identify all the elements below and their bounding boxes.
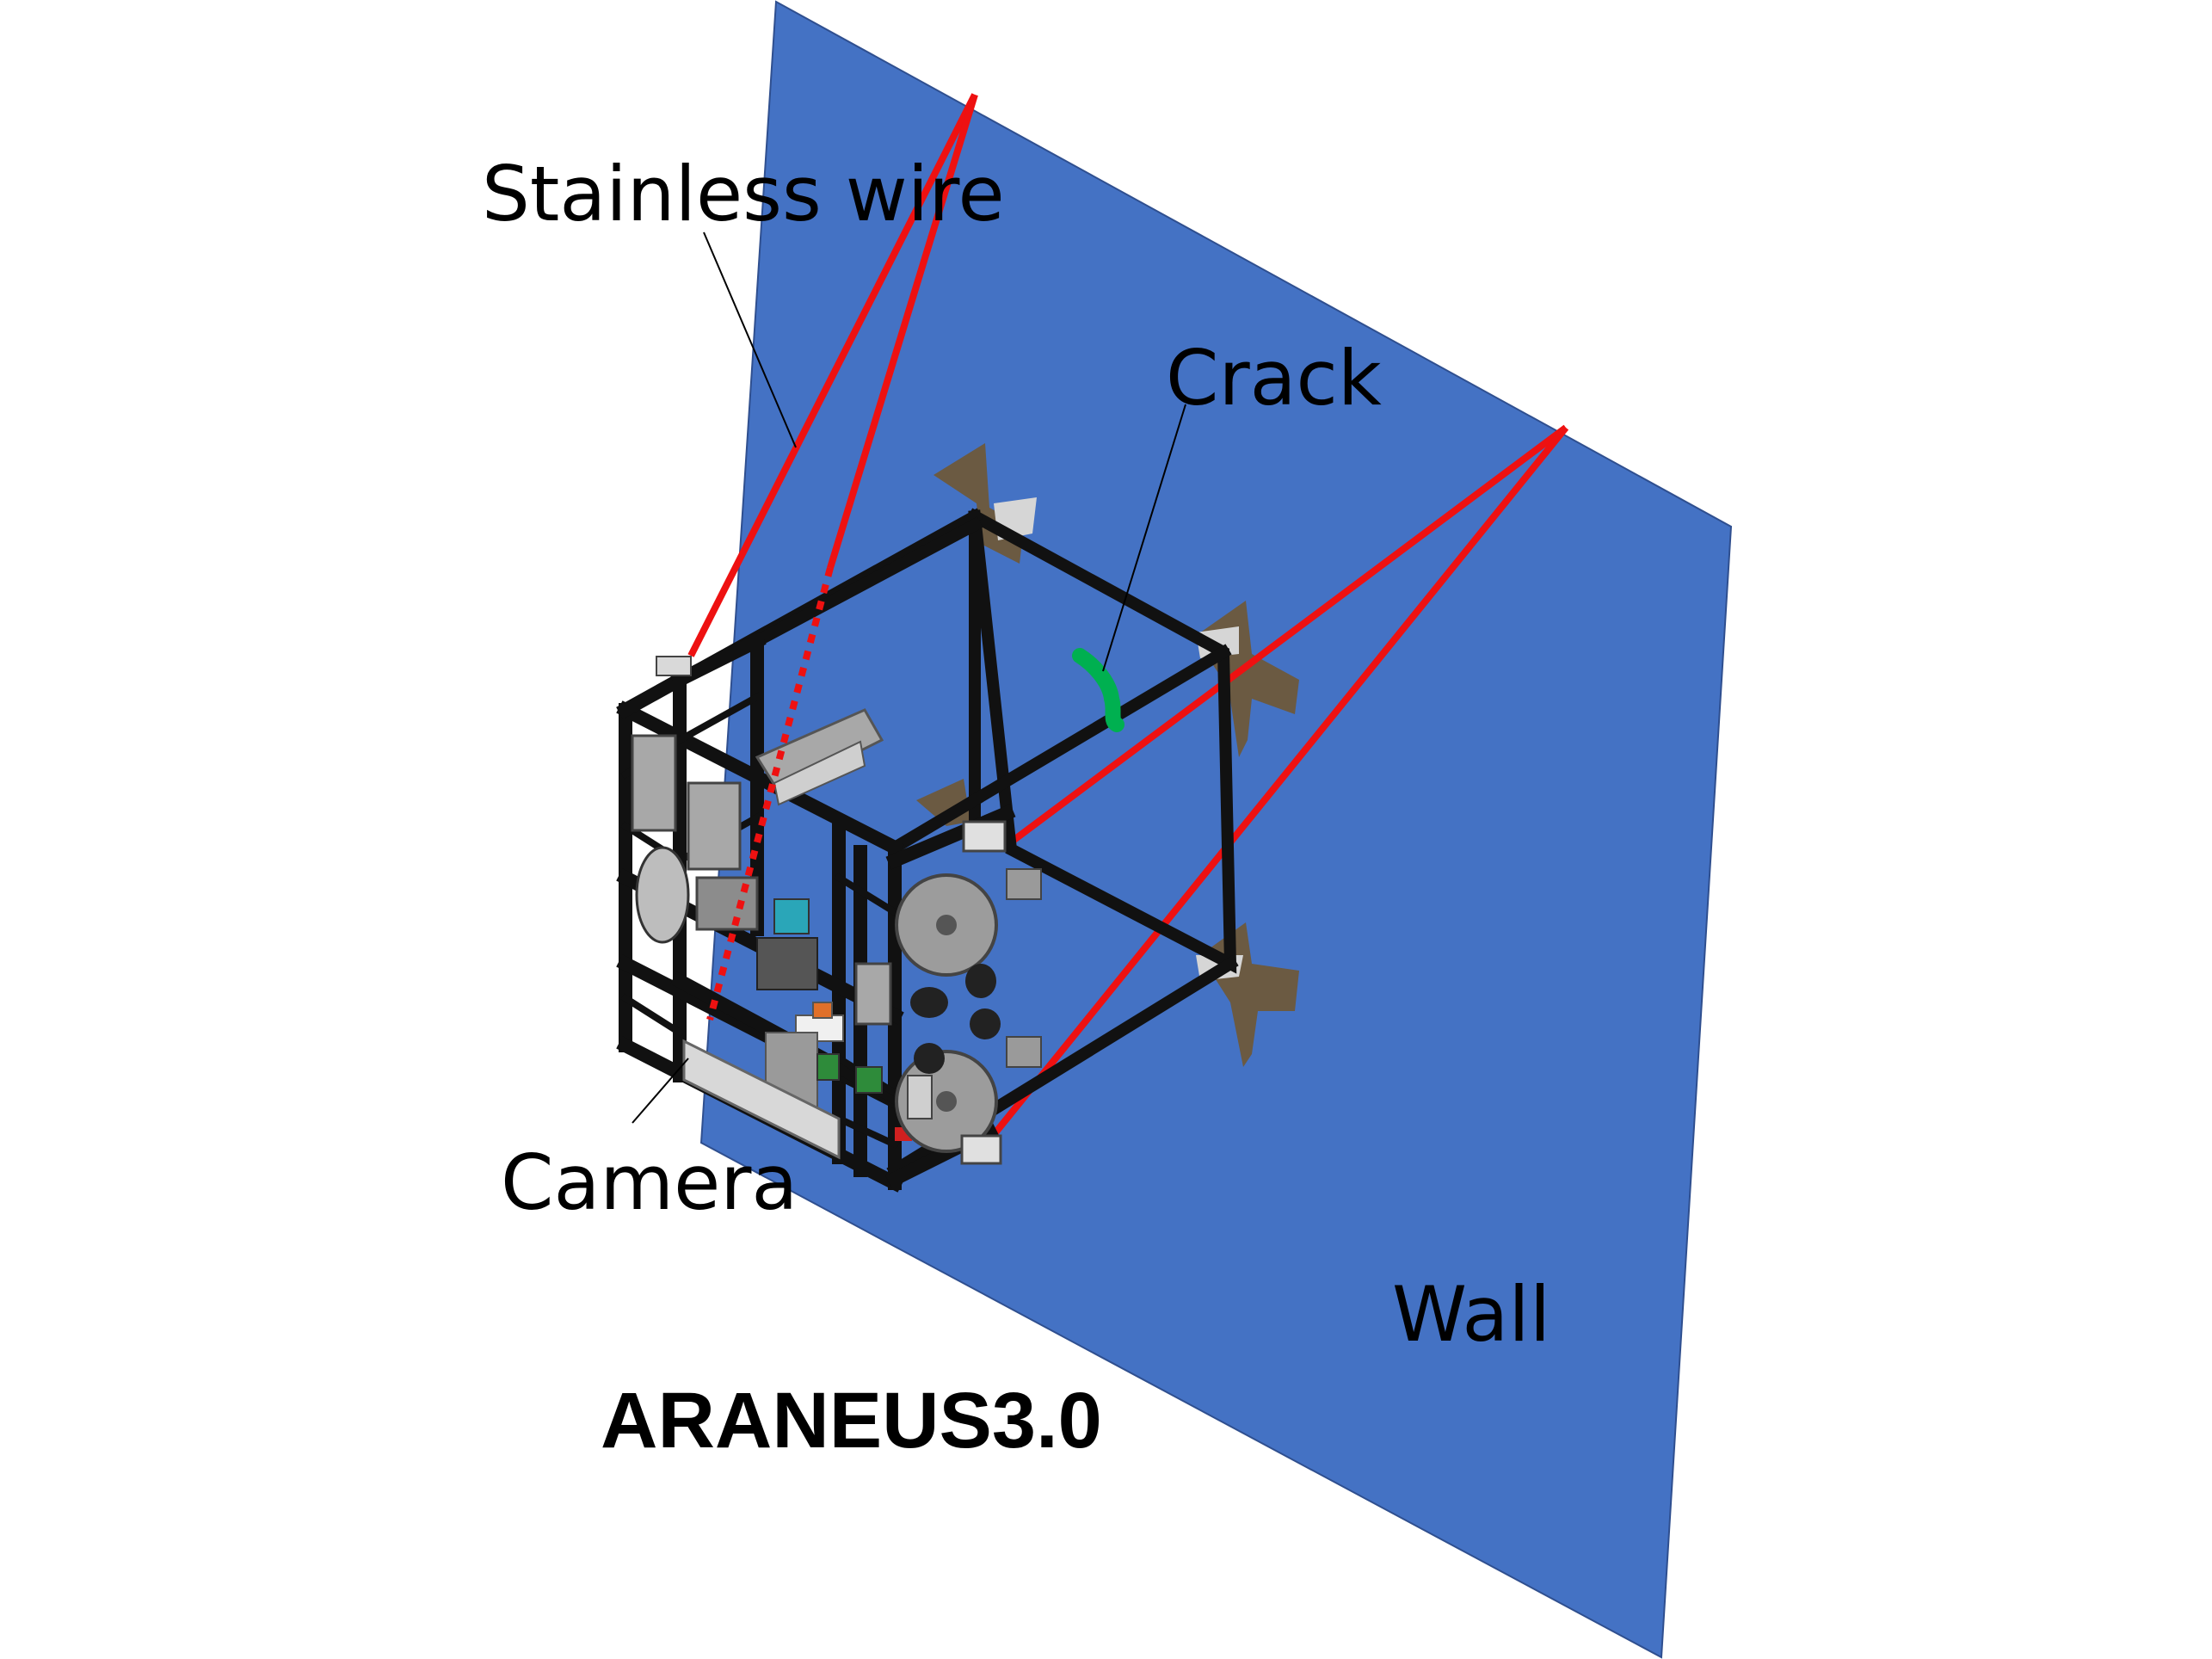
label-crack: Crack (1166, 334, 1382, 422)
leader-lines (632, 231, 1186, 1124)
leader-crack (1102, 404, 1186, 672)
motor-block-left (631, 734, 677, 832)
winch-drum-left (635, 846, 690, 944)
robot-components (631, 656, 1042, 1165)
robot-name-title: ARANEUS3.0 (601, 1377, 1102, 1465)
camera-housing (682, 1039, 841, 1160)
wire-upper-b (827, 93, 978, 570)
wire-guide-mid (962, 820, 1007, 853)
stainless-wires (687, 93, 1569, 1143)
leader-wire (703, 231, 797, 448)
wire-guide-top (656, 656, 692, 676)
wire-guide-bottom (960, 1134, 1002, 1165)
label-stainless-wire: Stainless wire (482, 150, 1005, 238)
label-camera: Camera (501, 1138, 798, 1227)
control-board (773, 898, 810, 934)
linear-actuator (755, 708, 884, 793)
leader-camera (632, 1058, 689, 1124)
label-wall: Wall (1392, 1270, 1550, 1359)
wire-upper-a (687, 93, 978, 657)
wire-right-a (1002, 424, 1568, 850)
crack-mark (1072, 648, 1124, 732)
frame-depth-edges (617, 508, 1239, 1179)
wire-right-b (986, 425, 1569, 1143)
